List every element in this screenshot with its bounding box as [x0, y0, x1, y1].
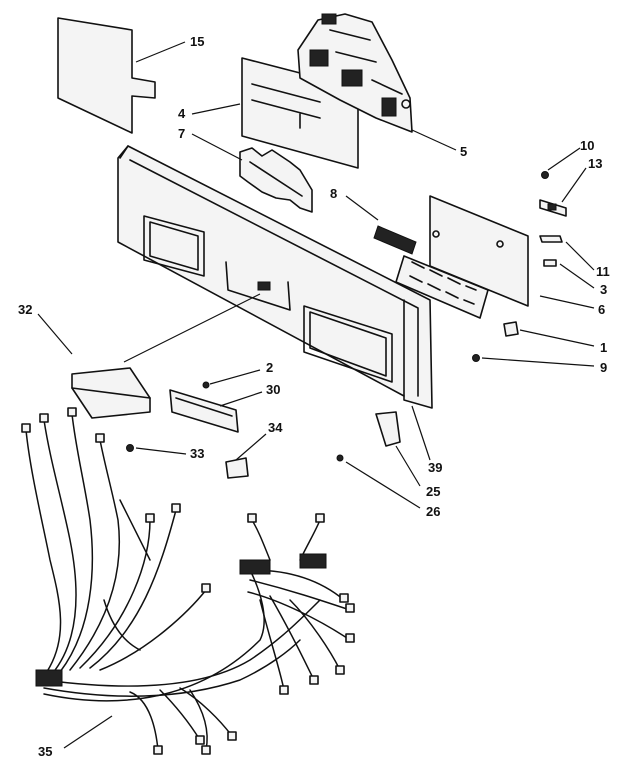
callout-1: 1: [600, 340, 607, 355]
part-3-keypad-board: [395, 255, 489, 319]
callout-2: 2: [266, 360, 273, 375]
callout-5: 5: [460, 144, 467, 159]
part-3-clip: [543, 259, 557, 267]
part-7-circuit-board: [239, 147, 313, 213]
part-10-screw: [541, 171, 549, 179]
part-5-control-board: [297, 13, 413, 133]
callout-26: 26: [426, 504, 440, 519]
part-1-knob: [503, 321, 519, 337]
part-30-bracket: [169, 389, 239, 433]
leader-lines: [37, 41, 595, 749]
part-26-screw: [336, 454, 344, 462]
part-13-switch: [539, 199, 567, 217]
part-35-wire-harness: [21, 407, 355, 755]
callout-4: 4: [178, 106, 186, 121]
part-9-screw: [472, 354, 480, 362]
callout-7: 7: [178, 126, 185, 141]
console-panel: [117, 145, 433, 409]
callout-30: 30: [266, 382, 280, 397]
callout-10: 10: [580, 138, 594, 153]
callout-34: 34: [268, 420, 283, 435]
part-6-mounting-plate: [429, 195, 529, 307]
part-2-screw: [202, 381, 210, 389]
part-33-screw: [126, 444, 134, 452]
callout-39: 39: [428, 460, 442, 475]
callout-6: 6: [598, 302, 605, 317]
part-15-insulation-sheet: [57, 17, 156, 134]
callout-32: 32: [18, 302, 32, 317]
callout-labels: 15 4 7 5 10 13 8 11 3 6 1 9 32 2 30 34 3…: [18, 34, 610, 759]
callout-35: 35: [38, 744, 52, 759]
callout-33: 33: [190, 446, 204, 461]
callout-3: 3: [600, 282, 607, 297]
part-8-connector: [373, 225, 417, 255]
callout-13: 13: [588, 156, 602, 171]
callout-8: 8: [330, 186, 337, 201]
part-39-bracket: [375, 411, 401, 447]
part-34-clip: [225, 457, 249, 479]
part-32-bracket: [71, 367, 151, 419]
callout-11: 11: [596, 264, 610, 279]
callout-15: 15: [190, 34, 204, 49]
callout-25: 25: [426, 484, 440, 499]
part-11-clip: [539, 235, 563, 243]
callout-9: 9: [600, 360, 607, 375]
